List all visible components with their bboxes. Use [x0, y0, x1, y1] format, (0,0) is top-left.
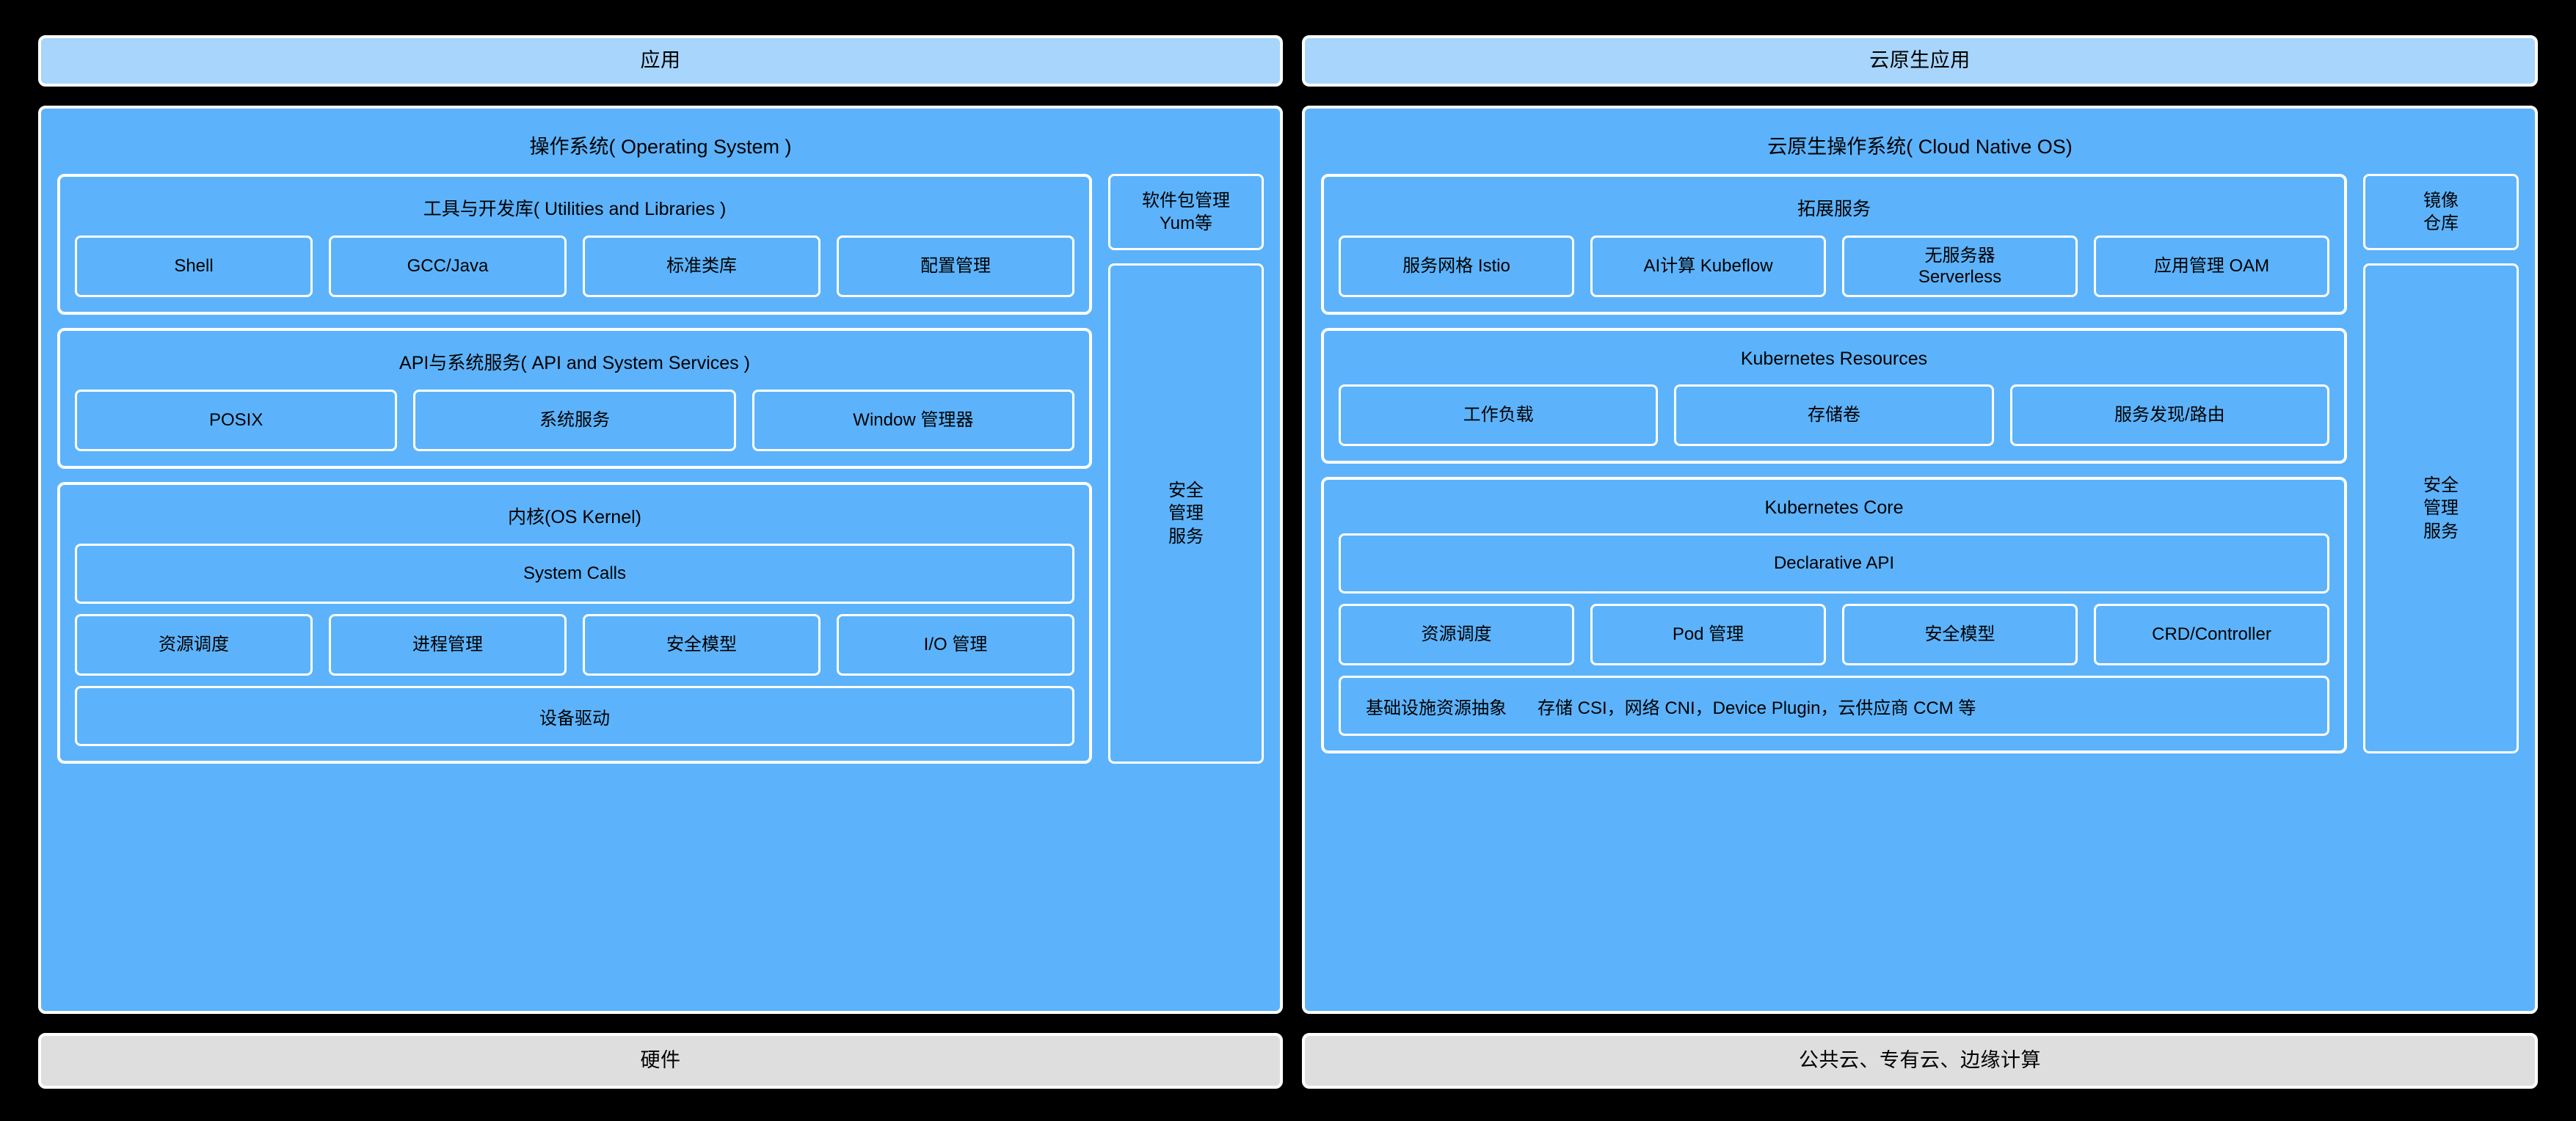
- group-kubernetes-resources-title: Kubernetes Resources: [1740, 348, 1928, 369]
- operating-system-side: 软件包管理 Yum等 安全 管理 服务: [1108, 174, 1264, 764]
- chip-security-model-k8s[interactable]: 安全模型: [1842, 604, 2078, 665]
- group-api-and-system-services-title: API与系统服务( API and System Services ): [399, 353, 750, 373]
- chip-service-discovery-routing[interactable]: 服务发现/路由: [2009, 384, 2329, 446]
- operating-system-main: 工具与开发库( Utilities and Libraries ) Shell …: [57, 174, 1092, 764]
- bar-system-calls[interactable]: System Calls: [75, 544, 1074, 604]
- cloud-native-os-title: 云原生操作系统( Cloud Native OS): [1767, 136, 2073, 158]
- bar-infra-label: 基础设施资源抽象: [1366, 698, 1507, 718]
- chip-window-manager[interactable]: Window 管理器: [752, 390, 1074, 451]
- chip-gcc-java[interactable]: GCC/Java: [329, 235, 567, 297]
- cloud-native-os-side: 镜像 仓库 安全 管理 服务: [2363, 174, 2519, 753]
- operating-system-panel[interactable]: 操作系统( Operating System ) 工具与开发库( Utiliti…: [38, 106, 1283, 1014]
- group-os-kernel[interactable]: 内核(OS Kernel) System Calls 资源调度 进程管理 安全模…: [57, 482, 1092, 764]
- application-band-left[interactable]: 应用: [38, 35, 1283, 87]
- chip-posix[interactable]: POSIX: [75, 390, 398, 451]
- operating-system-stack: 操作系统( Operating System ) 工具与开发库( Utiliti…: [41, 109, 1280, 780]
- group-extension-services-title: 拓展服务: [1797, 199, 1871, 219]
- bar-device-drivers[interactable]: 设备驱动: [75, 686, 1074, 746]
- group-api-and-system-services[interactable]: API与系统服务( API and System Services ) POSI…: [57, 328, 1092, 469]
- hardware-band-right[interactable]: 公共云、专有云、边缘计算: [1302, 1033, 2538, 1089]
- application-band-right-column: 云原生应用: [1302, 35, 2538, 87]
- chip-configuration-management[interactable]: 配置管理: [837, 235, 1074, 297]
- api-chip-row: POSIX 系统服务 Window 管理器: [75, 390, 1074, 451]
- group-extension-services[interactable]: 拓展服务 服务网格 Istio AI计算 Kubeflow 无服务器 Serve…: [1321, 174, 2347, 315]
- side-tile-security-management-service-cloud[interactable]: 安全 管理 服务: [2363, 263, 2519, 753]
- application-band-row: 应用 云原生应用: [38, 35, 2538, 87]
- cloud-native-os-body: 拓展服务 服务网格 Istio AI计算 Kubeflow 无服务器 Serve…: [1321, 174, 2519, 753]
- chip-resource-scheduling[interactable]: 资源调度: [75, 614, 313, 676]
- side-tile-package-management[interactable]: 软件包管理 Yum等: [1108, 174, 1264, 250]
- os-left-column: 操作系统( Operating System ) 工具与开发库( Utiliti…: [38, 106, 1283, 1014]
- chip-crd-controller[interactable]: CRD/Controller: [2094, 604, 2329, 665]
- side-tile-security-management-service[interactable]: 安全 管理 服务: [1108, 263, 1264, 764]
- chip-standard-library[interactable]: 标准类库: [583, 235, 821, 297]
- group-utilities-and-libraries[interactable]: 工具与开发库( Utilities and Libraries ) Shell …: [57, 174, 1092, 315]
- application-band-left-column: 应用: [38, 35, 1283, 87]
- application-band-left-title: 应用: [640, 49, 681, 72]
- bar-infrastructure-resource-abstraction[interactable]: 基础设施资源抽象 存储 CSI，网络 CNI，Device Plugin，云供应…: [1339, 676, 2329, 736]
- kubernetes-resources-chip-row: 工作负载 存储卷 服务发现/路由: [1339, 384, 2329, 446]
- chip-system-services[interactable]: 系统服务: [413, 390, 736, 451]
- chip-shell[interactable]: Shell: [75, 235, 313, 297]
- operating-system-title: 操作系统( Operating System ): [529, 136, 792, 158]
- chip-ai-compute-kubeflow[interactable]: AI计算 Kubeflow: [1590, 235, 1826, 297]
- group-kubernetes-resources[interactable]: Kubernetes Resources 工作负载 存储卷 服务发现/路由: [1321, 328, 2347, 464]
- chip-service-mesh-istio[interactable]: 服务网格 Istio: [1339, 235, 1574, 297]
- cloud-native-os-stack: 云原生操作系统( Cloud Native OS) 拓展服务 服务网格 Isti…: [1305, 109, 2535, 770]
- group-kubernetes-core[interactable]: Kubernetes Core Declarative API 资源调度 Pod…: [1321, 477, 2347, 753]
- chip-resource-scheduling-k8s[interactable]: 资源调度: [1339, 604, 1574, 665]
- cloud-native-os-panel[interactable]: 云原生操作系统( Cloud Native OS) 拓展服务 服务网格 Isti…: [1302, 106, 2538, 1014]
- hardware-band-right-column: 公共云、专有云、边缘计算: [1302, 1033, 2538, 1089]
- chip-serverless[interactable]: 无服务器 Serverless: [1842, 235, 2078, 297]
- chip-storage-volumes[interactable]: 存储卷: [1674, 384, 1994, 446]
- chip-security-model[interactable]: 安全模型: [583, 614, 821, 676]
- group-os-kernel-title: 内核(OS Kernel): [508, 507, 641, 527]
- os-right-column: 云原生操作系统( Cloud Native OS) 拓展服务 服务网格 Isti…: [1302, 106, 2538, 1014]
- hardware-band-left-title: 硬件: [640, 1049, 681, 1072]
- chip-io-management[interactable]: I/O 管理: [837, 614, 1074, 676]
- bar-infra-detail: 存储 CSI，网络 CNI，Device Plugin，云供应商 CCM 等: [1538, 698, 1976, 718]
- cloud-native-os-main: 拓展服务 服务网格 Istio AI计算 Kubeflow 无服务器 Serve…: [1321, 174, 2347, 753]
- hardware-band-right-title: 公共云、专有云、边缘计算: [1799, 1049, 2041, 1072]
- kubernetes-core-chip-row: 资源调度 Pod 管理 安全模型 CRD/Controller: [1339, 604, 2329, 665]
- utilities-chip-row: Shell GCC/Java 标准类库 配置管理: [75, 235, 1074, 297]
- operating-system-body: 工具与开发库( Utilities and Libraries ) Shell …: [57, 174, 1264, 764]
- chip-application-management-oam[interactable]: 应用管理 OAM: [2094, 235, 2329, 297]
- application-band-right-title: 云原生应用: [1869, 49, 1971, 72]
- chip-process-management[interactable]: 进程管理: [329, 614, 567, 676]
- chip-workloads[interactable]: 工作负载: [1339, 384, 1659, 446]
- bar-declarative-api[interactable]: Declarative API: [1339, 533, 2329, 594]
- application-band-right[interactable]: 云原生应用: [1302, 35, 2538, 87]
- os-band-row: 操作系统( Operating System ) 工具与开发库( Utiliti…: [38, 106, 2538, 1014]
- hardware-band-row: 硬件 公共云、专有云、边缘计算: [38, 1033, 2538, 1089]
- group-utilities-and-libraries-title: 工具与开发库( Utilities and Libraries ): [423, 199, 727, 219]
- group-kubernetes-core-title: Kubernetes Core: [1764, 497, 1904, 518]
- chip-pod-management[interactable]: Pod 管理: [1590, 604, 1826, 665]
- side-tile-image-registry[interactable]: 镜像 仓库: [2363, 174, 2519, 250]
- hardware-band-left-column: 硬件: [38, 1033, 1283, 1089]
- kernel-chip-row: 资源调度 进程管理 安全模型 I/O 管理: [75, 614, 1074, 676]
- extension-services-chip-row: 服务网格 Istio AI计算 Kubeflow 无服务器 Serverless…: [1339, 235, 2329, 297]
- hardware-band-left[interactable]: 硬件: [38, 1033, 1283, 1089]
